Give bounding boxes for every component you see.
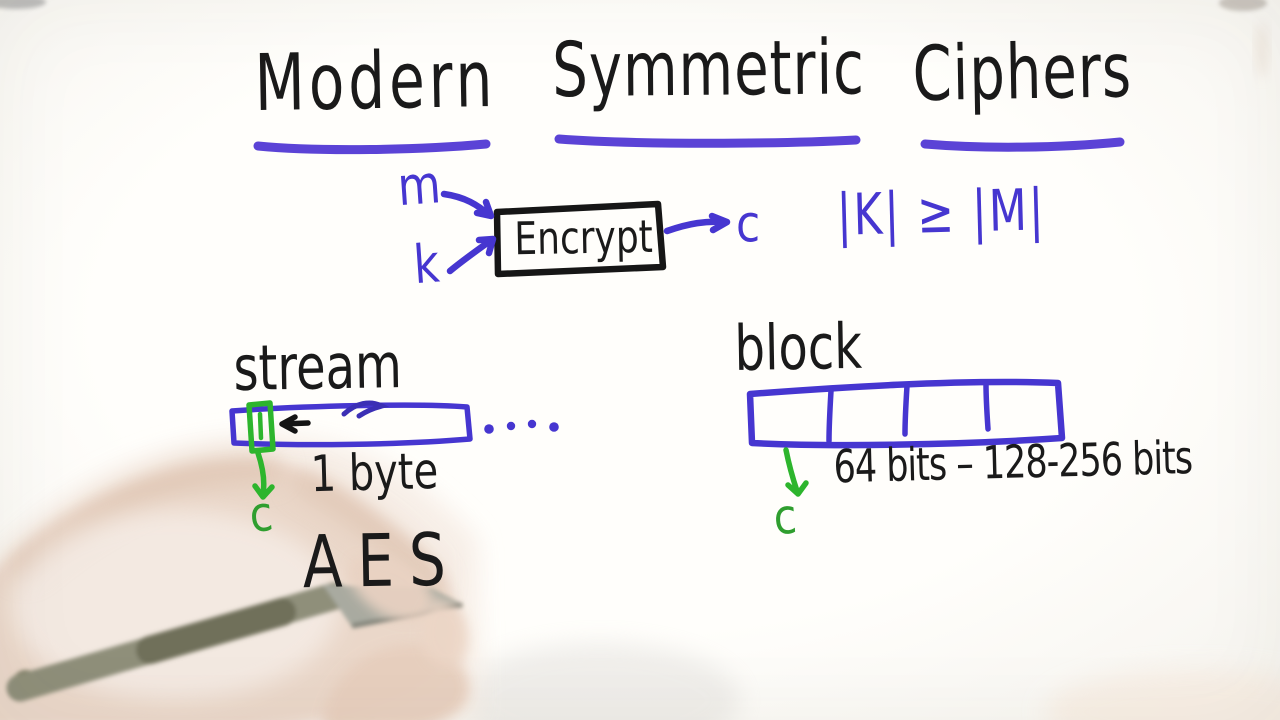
- hand-shadow: [460, 642, 740, 720]
- encrypt-box-label: Encrypt: [513, 211, 654, 266]
- stream-label: stream: [232, 329, 403, 406]
- thumb: [322, 644, 470, 720]
- stream-ciphertext-label: c: [246, 485, 276, 544]
- warm-glow-br: [1045, 670, 1280, 720]
- key-size-inequality: |K| ≥ |M|: [835, 177, 1047, 250]
- block-ciphertext-label: c: [771, 487, 799, 546]
- title-word-ciphers: Ciphers: [911, 27, 1133, 119]
- finger-edge-shading: [292, 469, 445, 595]
- frame-corner-smudges: [0, 0, 1268, 78]
- finger-beside-nib: [421, 599, 469, 668]
- title-word-symmetric: Symmetric: [551, 24, 866, 115]
- ciphertext-label: c: [736, 195, 761, 255]
- key-label: k: [411, 233, 442, 297]
- message-label: m: [395, 154, 443, 219]
- aes-label: AES: [301, 516, 462, 605]
- index-fingertip: [348, 556, 434, 622]
- title-word-modern: Modern: [253, 33, 498, 130]
- block-label: block: [733, 310, 863, 386]
- one-byte-label: 1 byte: [309, 442, 439, 504]
- pen-grip: [136, 598, 296, 664]
- block-size-label: 64 bits – 128-256 bits: [832, 432, 1193, 495]
- hand-highlight: [10, 510, 340, 700]
